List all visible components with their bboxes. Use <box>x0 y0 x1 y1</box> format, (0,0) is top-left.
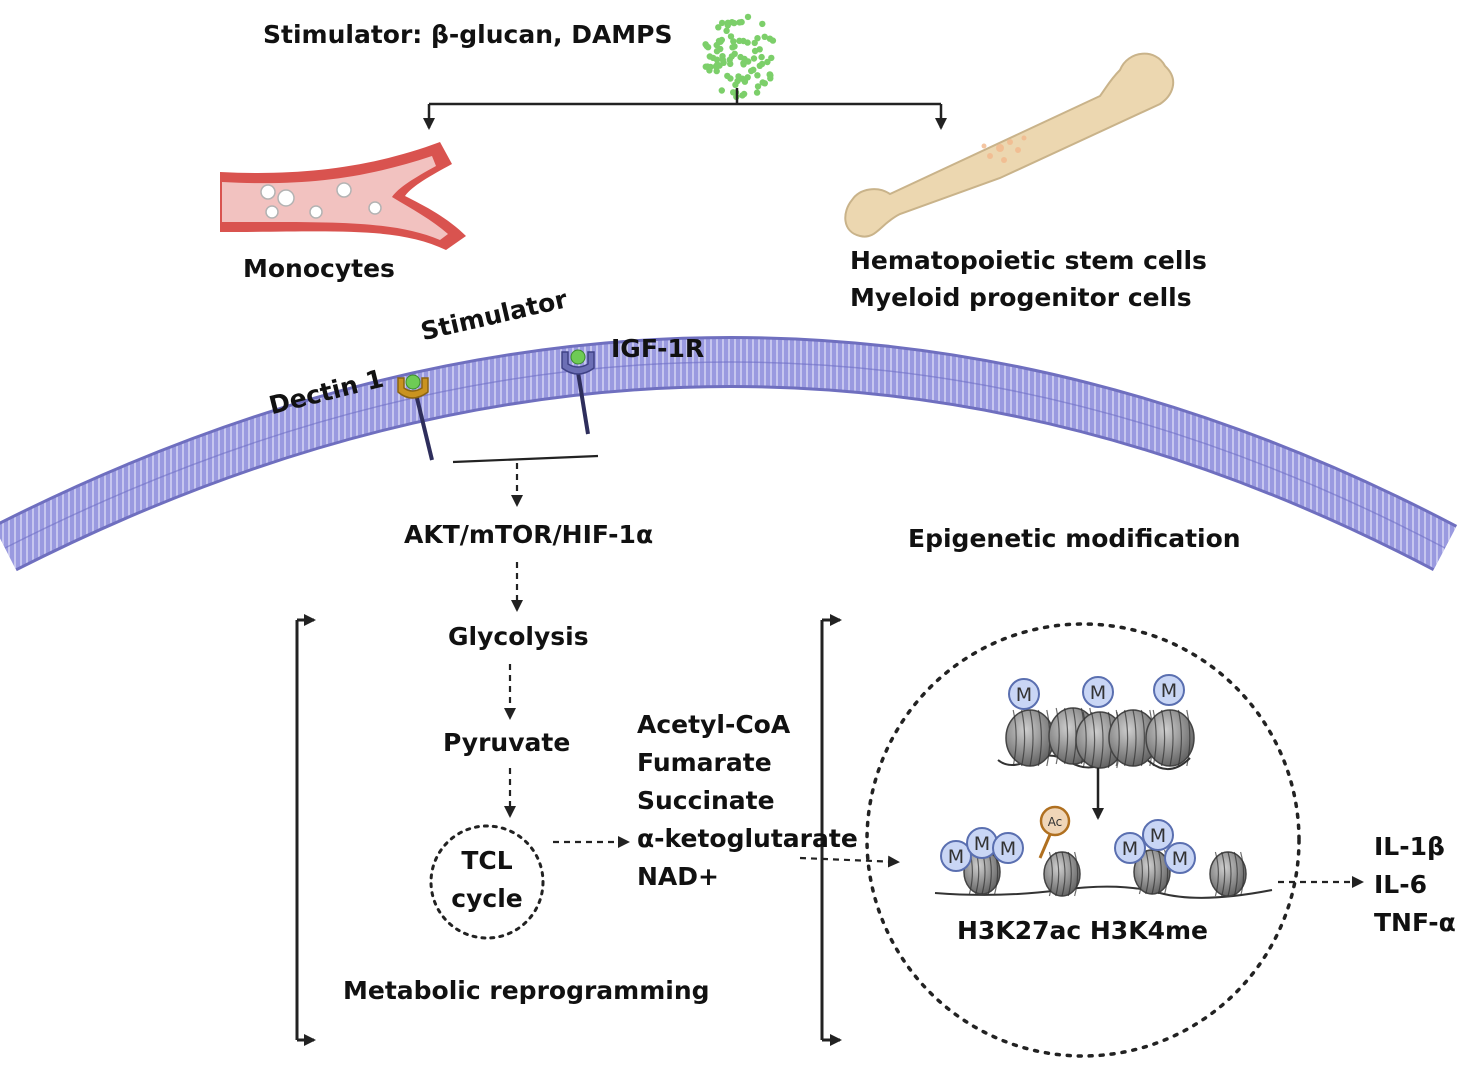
nucleus-circle <box>865 622 1301 1058</box>
metabolite-succinate: Succinate <box>637 786 775 815</box>
svg-text:M: M <box>1172 848 1188 870</box>
methyl-tag: M <box>940 840 972 872</box>
stimulator-dots-cluster <box>702 13 777 101</box>
nucleosome <box>1145 709 1195 767</box>
cytokine-tnf-a: TNF-α <box>1374 908 1456 937</box>
metabolite-nad: NAD+ <box>637 862 719 891</box>
stimulator-label: Stimulator: β-glucan, DAMPS <box>263 20 673 49</box>
open-chromatin <box>934 849 1273 899</box>
metabolic-reprogramming-label: Metabolic reprogramming <box>343 976 710 1005</box>
nucleosome <box>1108 709 1158 767</box>
signaling-arrows <box>452 454 1364 888</box>
condensed-chromatin <box>997 707 1195 770</box>
methyl-tag: M <box>1153 674 1185 706</box>
dectin-1-receptor <box>397 374 434 461</box>
methyl-tag: M <box>1164 842 1196 874</box>
svg-text:M: M <box>974 833 990 855</box>
nucleosome <box>1005 709 1055 767</box>
cell-membrane <box>0 336 1458 572</box>
bone-icon <box>844 52 1175 238</box>
methyl-tag: M <box>992 832 1024 864</box>
metabolite-alpha-ketoglutarate: α-ketoglutarate <box>637 824 858 853</box>
metabolites-list: Acetyl-CoA Fumarate Succinate α-ketoglut… <box>637 706 858 896</box>
methyl-tag: M <box>1142 819 1174 851</box>
svg-text:M: M <box>1090 682 1106 704</box>
metabolite-fumarate: Fumarate <box>637 748 772 777</box>
methyl-tag: M <box>1082 676 1114 708</box>
methyl-tag: M <box>966 827 998 859</box>
myeloid-label: Myeloid progenitor cells <box>850 283 1192 312</box>
metabolic-bracket <box>295 614 316 1046</box>
svg-text:M: M <box>1161 680 1177 702</box>
tcl-label: TCL <box>461 846 513 875</box>
monocytes-label: Monocytes <box>243 254 395 283</box>
cycle-label: cycle <box>451 884 523 913</box>
epigenetic-bracket <box>820 614 842 1046</box>
methyl-tag: M <box>1114 832 1146 864</box>
tcl-cycle-circle <box>429 824 545 940</box>
glycolysis-label: Glycolysis <box>448 622 589 651</box>
metabolite-acetyl-coa: Acetyl-CoA <box>637 710 791 739</box>
pyruvate-label: Pyruvate <box>443 728 571 757</box>
hsc-labels: Hematopoietic stem cells Myeloid progeni… <box>850 242 1207 316</box>
svg-text:M: M <box>1000 838 1016 860</box>
blood-vessel-icon <box>220 142 466 250</box>
pathway-label: AKT/mTOR/HIF-1α <box>404 520 654 549</box>
svg-text:M: M <box>948 846 964 868</box>
cytokine-il-6: IL-6 <box>1374 870 1428 899</box>
split-arrow <box>423 88 947 130</box>
svg-text:M: M <box>1150 825 1166 847</box>
acetyl-tag: Ac <box>1038 805 1071 859</box>
cytokines-list: IL-1β IL-6 TNF-α <box>1374 828 1456 942</box>
nucleosome <box>1043 851 1081 897</box>
methyl-tag: M <box>1008 678 1040 710</box>
svg-text:M: M <box>1016 684 1032 706</box>
igf-1r-receptor <box>561 349 595 435</box>
svg-text:Ac: Ac <box>1048 815 1063 829</box>
hsc-label: Hematopoietic stem cells <box>850 246 1207 275</box>
epigenetic-title: Epigenetic modification <box>908 524 1241 553</box>
histone-marks-label: H3K27ac H3K4me <box>957 916 1208 945</box>
igf-1r-label: IGF-1R <box>611 334 705 363</box>
svg-text:M: M <box>1122 838 1138 860</box>
tcl-cycle-label: TCL cycle <box>440 842 534 918</box>
nucleosome <box>1209 851 1247 897</box>
cytokine-il-1b: IL-1β <box>1374 832 1445 861</box>
